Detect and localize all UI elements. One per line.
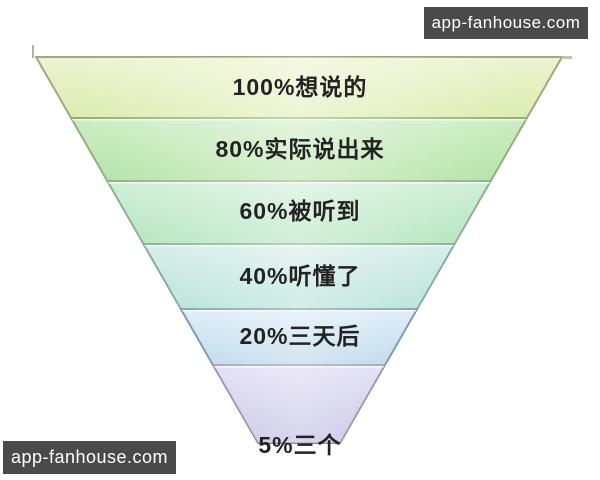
top-left-edge-artifact	[32, 45, 34, 58]
watermark-bottom-left: app-fanhouse.com	[3, 441, 176, 474]
top-right-edge-artifact	[563, 56, 572, 59]
funnel-level-4-label: 40%听懂了	[239, 263, 361, 289]
funnel-level-6-label: 5%三个 月后	[0, 378, 600, 480]
funnel-gloss-overlay	[36, 57, 562, 443]
funnel-level-1-label: 100%想说的	[232, 74, 368, 100]
funnel-level-2-label: 80%实际说出来	[215, 136, 385, 162]
funnel-level-3-label: 60%被听到	[239, 198, 361, 224]
watermark-top-right: app-fanhouse.com	[424, 7, 588, 39]
funnel-level-6-label-line-1: 5%三个	[258, 432, 342, 458]
funnel-level-5-label: 20%三天后	[239, 323, 361, 349]
